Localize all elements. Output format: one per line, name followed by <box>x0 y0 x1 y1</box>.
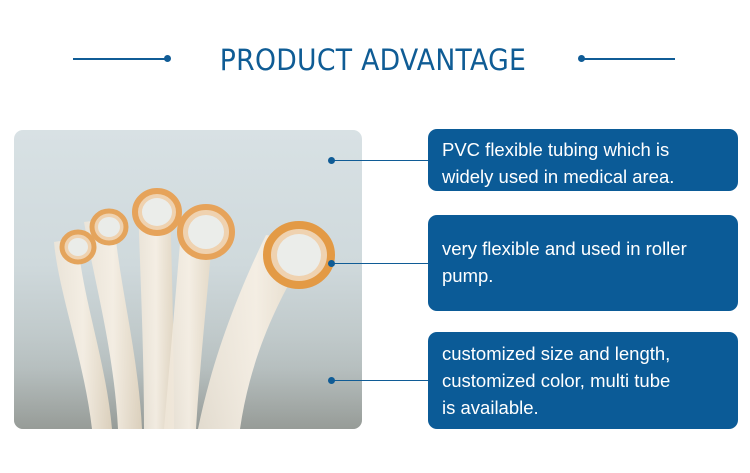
connector-line-1 <box>331 160 428 161</box>
advantage-3-line-2: customized color, multi tube <box>442 370 671 391</box>
header-dot-left <box>164 55 171 62</box>
advantage-card-3: customized size and length, customized c… <box>428 332 738 429</box>
advantage-card-2: very flexible and used in roller pump. <box>428 215 738 311</box>
advantage-2-line-1: very flexible and used in roller <box>442 238 687 259</box>
advantage-1-line-1: PVC flexible tubing which is <box>442 139 670 160</box>
page-title: PRODUCT ADVANTAGE <box>219 43 527 77</box>
connector-line-3 <box>331 380 428 381</box>
product-photo <box>14 130 362 429</box>
header-divider-left <box>73 58 167 60</box>
advantage-1-line-2: widely used in medical area. <box>442 166 675 187</box>
advantage-2-line-2: pump. <box>442 265 494 286</box>
pvc-tubing-illustration <box>14 188 362 429</box>
advantage-card-1: PVC flexible tubing which is widely used… <box>428 129 738 191</box>
header-divider-right <box>581 58 675 60</box>
advantage-3-line-1: customized size and length, <box>442 343 671 364</box>
connector-line-2 <box>331 263 428 264</box>
advantage-3-line-3: is available. <box>442 397 539 418</box>
